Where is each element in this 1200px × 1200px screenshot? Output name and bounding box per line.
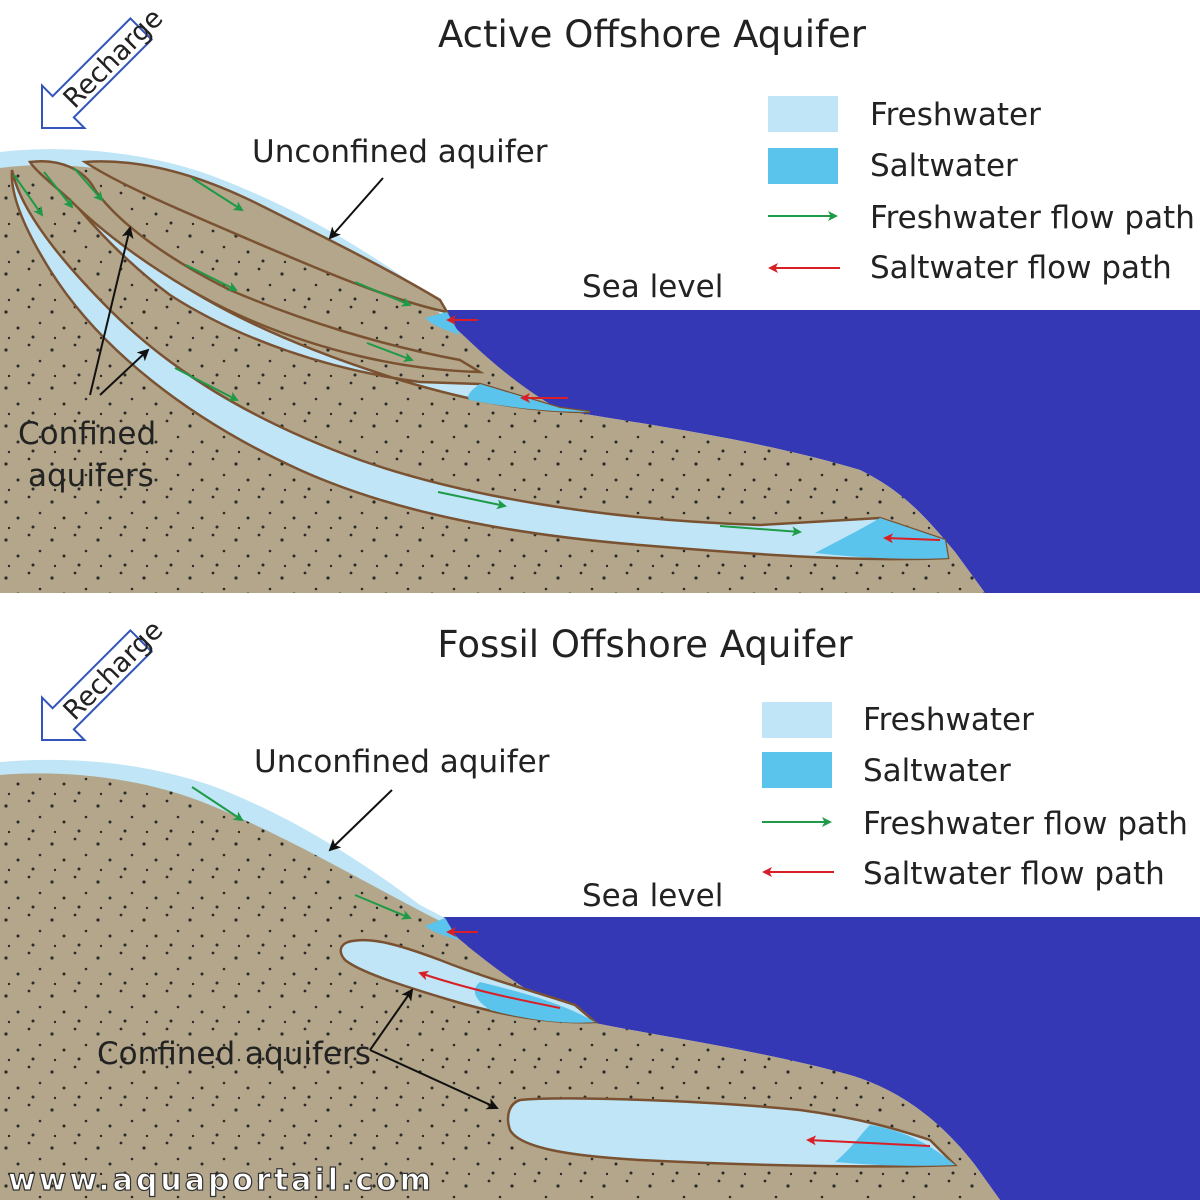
sea-top <box>440 310 1200 593</box>
saltwater-flow-arrows-top <box>446 315 941 544</box>
legend-freshwater-swatch-top <box>768 96 838 132</box>
confined-aquifer-lower-bottom <box>506 1097 958 1168</box>
legend-saltwater-label-top: Saltwater <box>870 148 1018 184</box>
confined-aquifers-label-bottom: Confined aquifers <box>97 1036 371 1072</box>
fossil-aquifer-panel: Recharge Fossil Offshore Aquifer Unconfi… <box>0 615 1200 1200</box>
sea-level-label-bottom: Sea level <box>582 878 723 914</box>
confined-aquifers-label-top-line1: Confined <box>18 416 156 452</box>
legend-fresh-flow-label-top: Freshwater flow path <box>870 200 1195 236</box>
unconfined-aquifer-label-bottom: Unconfined aquifer <box>254 744 550 780</box>
legend-saltwater-swatch-bottom <box>762 752 832 788</box>
saltwater-flow-arrows-bottom <box>418 927 931 1147</box>
sea-level-label-top: Sea level <box>582 269 723 305</box>
active-aquifer-panel: Recharge Active Offshore Aquifer Unconfi… <box>0 3 1200 593</box>
recharge-label-bottom: Recharge <box>58 615 170 727</box>
legend-freshwater-swatch-bottom <box>762 702 832 738</box>
unconfined-aquifer-label-top: Unconfined aquifer <box>252 134 548 170</box>
legend-saltwater-label-bottom: Saltwater <box>863 753 1011 789</box>
watermark: www.aquaportail.com <box>8 1163 434 1198</box>
recharge-label-top: Recharge <box>58 3 170 115</box>
pointer-lines-top <box>89 177 384 396</box>
sea-bottom <box>440 917 1200 1200</box>
legend-freshwater-label-bottom: Freshwater <box>863 702 1034 738</box>
pointer-lines-bottom <box>328 789 499 1110</box>
saltwater-wedge-lower-top <box>815 518 948 559</box>
confined-aquifers-label-top-line2: aquifers <box>28 458 154 494</box>
saltwater-wedge-upper-top <box>468 384 590 412</box>
recharge-arrow-bottom: Recharge <box>41 615 170 741</box>
legend-freshwater-label-top: Freshwater <box>870 97 1041 133</box>
confined-aquifer-lower-top <box>10 169 950 561</box>
legend-fresh-flow-label-bottom: Freshwater flow path <box>863 806 1188 842</box>
title-fossil: Fossil Offshore Aquifer <box>437 623 853 666</box>
legend-bottom: Freshwater Saltwater Freshwater flow pat… <box>762 702 1188 892</box>
panel-divider <box>0 593 1200 607</box>
recharge-arrow-top: Recharge <box>41 3 170 129</box>
legend-salt-flow-label-bottom: Saltwater flow path <box>863 856 1165 892</box>
legend-saltwater-swatch-top <box>768 148 838 184</box>
legend-salt-flow-label-top: Saltwater flow path <box>870 250 1172 286</box>
freshwater-flow-arrows-top <box>13 167 802 537</box>
title-active: Active Offshore Aquifer <box>438 13 867 56</box>
saltwater-wedge-lower-bottom <box>835 1125 955 1166</box>
legend-top: Freshwater Saltwater Freshwater flow pat… <box>768 96 1195 286</box>
freshwater-flow-arrows-bottom <box>191 786 412 920</box>
saltwater-wedge-surface-top <box>425 312 460 335</box>
